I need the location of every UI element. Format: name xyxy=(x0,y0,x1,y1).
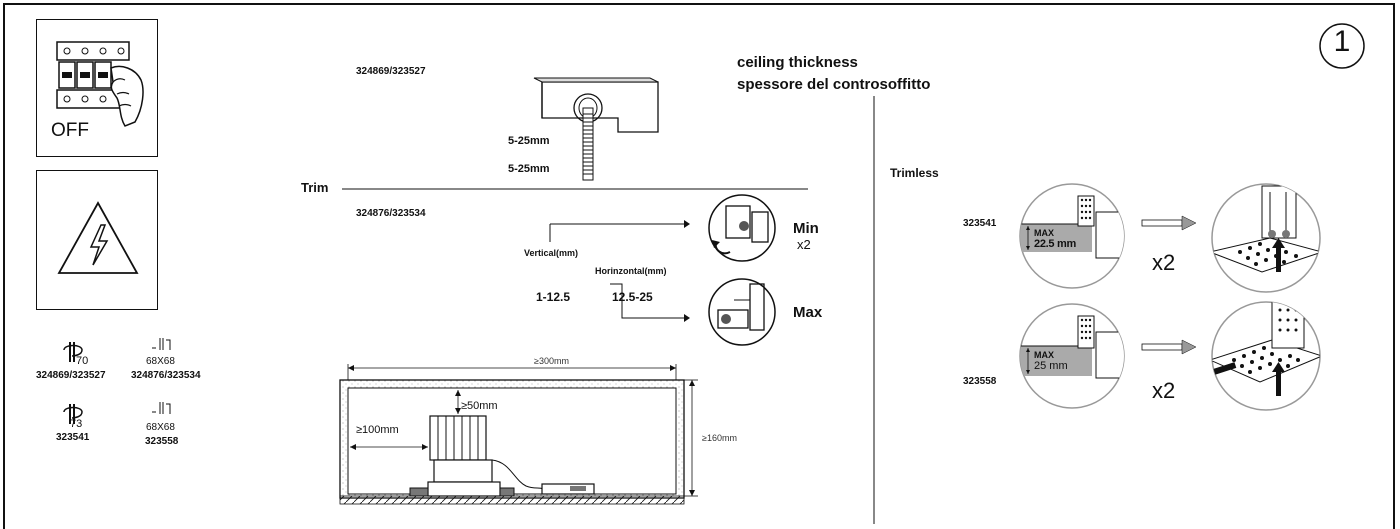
cutout-diameter-1: 70 xyxy=(76,355,89,367)
trimless-count-2: x2 xyxy=(1152,378,1176,403)
cutout-model-3: 323541 xyxy=(56,432,90,443)
ceiling-title-en: ceiling thickness xyxy=(737,54,858,71)
trimless-max-value-2: 25 mm xyxy=(1034,360,1068,372)
trimless-arrow-2 xyxy=(1141,339,1197,355)
off-label: OFF xyxy=(51,120,89,141)
ceiling-title-it: spessore del controsoffitto xyxy=(737,76,931,93)
trim-label: Trim xyxy=(301,180,329,195)
trimless-install-illustration-1 xyxy=(1211,183,1321,293)
trimless-max-value-1: 22.5 mm xyxy=(1034,238,1076,250)
step-number-badge xyxy=(1319,23,1365,69)
clearance-width: ≥300mm xyxy=(534,356,569,366)
cutout-model-1: 324869/323527 xyxy=(36,370,106,381)
trimless-thickness-illustration-1 xyxy=(1019,183,1125,289)
cutout-square-icon xyxy=(152,402,171,414)
ceiling-range-1: 5-25mm xyxy=(508,135,550,147)
max-label: Max xyxy=(793,304,823,321)
cutout-size-2: 68X68 xyxy=(146,356,175,367)
section-divider xyxy=(873,96,875,524)
clearance-top: ≥50mm xyxy=(461,400,498,412)
clearance-height: ≥160mm xyxy=(702,433,737,443)
vertical-value: 1-12.5 xyxy=(536,290,571,304)
cutout-diameter-3: 73 xyxy=(70,418,83,430)
page-frame xyxy=(3,3,1395,529)
cutout-square-icon xyxy=(152,338,171,350)
trimless-count-1: x2 xyxy=(1152,250,1176,275)
horizontal-value: 12.5-25 xyxy=(612,290,653,304)
vertical-label: Vertical(mm) xyxy=(524,248,579,258)
clearance-side: ≥100mm xyxy=(356,424,399,436)
step-number: 1 xyxy=(1333,25,1351,58)
horizontal-label: Horinzontal(mm) xyxy=(595,266,667,276)
trimless-label: Trimless xyxy=(890,166,939,180)
adjust-arrows xyxy=(549,220,690,322)
cutout-model-2: 324876/323534 xyxy=(131,370,201,381)
cutout-hole-icon xyxy=(63,404,83,424)
min-spring-illustration xyxy=(708,194,776,262)
circuit-breaker-icon xyxy=(56,41,144,127)
trimless-max-label-1: MAX xyxy=(1034,228,1054,238)
min-label: Min xyxy=(793,220,819,237)
trim-model-top: 324869/323527 xyxy=(356,66,426,77)
ceiling-range-2: 5-25mm xyxy=(508,163,550,175)
trimless-install-illustration-2 xyxy=(1211,301,1321,411)
warning-panel xyxy=(36,170,158,310)
ceiling-panel-illustration xyxy=(533,77,659,181)
trim-model-bottom: 324876/323534 xyxy=(356,208,426,219)
trimless-model-1: 323541 xyxy=(963,218,997,229)
trimless-max-label-2: MAX xyxy=(1034,350,1054,360)
clearance-diagram xyxy=(339,364,698,505)
min-count: x2 xyxy=(797,237,811,252)
cutout-size-4: 68X68 xyxy=(146,422,175,433)
cutout-model-4: 323558 xyxy=(145,436,179,447)
cutout-hole-icon xyxy=(63,342,83,362)
high-voltage-warning-icon xyxy=(57,201,139,274)
max-spring-illustration xyxy=(708,278,776,346)
power-off-panel: OFF xyxy=(36,19,158,157)
trimless-thickness-illustration-2 xyxy=(1019,303,1125,409)
trimless-arrow-1 xyxy=(1141,215,1197,231)
trimless-model-2: 323558 xyxy=(963,376,997,387)
trim-divider xyxy=(342,188,808,190)
